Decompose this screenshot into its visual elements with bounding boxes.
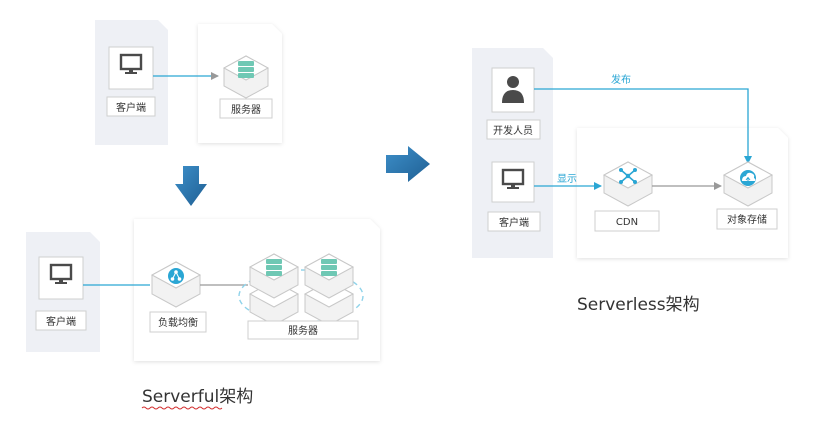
cdn-node: CDN [594, 161, 660, 232]
serverless-client-card: 客户端 [487, 161, 541, 232]
client-label-box [487, 211, 541, 232]
down-transition-arrow [175, 166, 207, 206]
server-cube [303, 253, 355, 299]
monitor-icon [119, 53, 143, 74]
cloud-upload-icon [740, 170, 756, 186]
cdn-label: CDN [616, 217, 638, 228]
monitor-icon [49, 263, 73, 284]
edge-developer-to-storage [534, 88, 752, 164]
server-rack-icon [266, 259, 282, 276]
client-label: 客户端 [46, 315, 76, 328]
developer-label: 开发人员 [493, 124, 533, 137]
load-balancer-node: 负载均衡 [149, 261, 207, 333]
top-server-node: 服务器 [219, 55, 273, 119]
monitor-icon [501, 168, 525, 189]
load-balancer-label: 负载均衡 [158, 316, 198, 329]
object-storage-label: 对象存储 [727, 213, 767, 226]
serverful-diagram: 客户端 负载均衡 [26, 219, 380, 410]
top-diagram: 客户端 服务器 [95, 20, 282, 145]
serverless-caption: Serverless架构 [577, 295, 700, 315]
client-label-box [106, 96, 156, 117]
object-storage-label-box [716, 208, 778, 230]
server-rack-icon [238, 61, 254, 78]
serverful-client-card: 客户端 [35, 256, 87, 331]
developer-label-box [486, 119, 541, 140]
person-icon [502, 76, 524, 103]
developer-card: 开发人员 [486, 67, 541, 140]
server-cluster [248, 253, 355, 326]
serverful-caption: Serverful架构 [142, 387, 253, 407]
server-cluster-outline [238, 269, 364, 323]
servers-label-box [247, 320, 359, 340]
spellcheck-underline [141, 406, 223, 410]
network-hub-icon [619, 168, 637, 184]
cdn-label-box [594, 210, 660, 232]
load-balancer-icon [168, 268, 184, 284]
top-client-card: 客户端 [106, 46, 156, 117]
client-label: 客户端 [499, 216, 529, 229]
server-label: 服务器 [231, 103, 261, 116]
servers-label: 服务器 [288, 324, 318, 337]
server-rack-icon [321, 259, 337, 276]
client-label: 客户端 [116, 101, 146, 114]
server-label-box [219, 98, 273, 119]
display-edge-label: 显示 [557, 173, 577, 185]
client-label-box [35, 310, 87, 331]
right-transition-arrow [386, 146, 430, 182]
load-balancer-label-box [149, 311, 207, 333]
serverless-diagram: 开发人员 客户端 发布 显示 [472, 48, 788, 315]
object-storage-node: 对象存储 [716, 161, 778, 230]
publish-edge-label: 发布 [611, 73, 631, 86]
server-cube [248, 253, 300, 299]
